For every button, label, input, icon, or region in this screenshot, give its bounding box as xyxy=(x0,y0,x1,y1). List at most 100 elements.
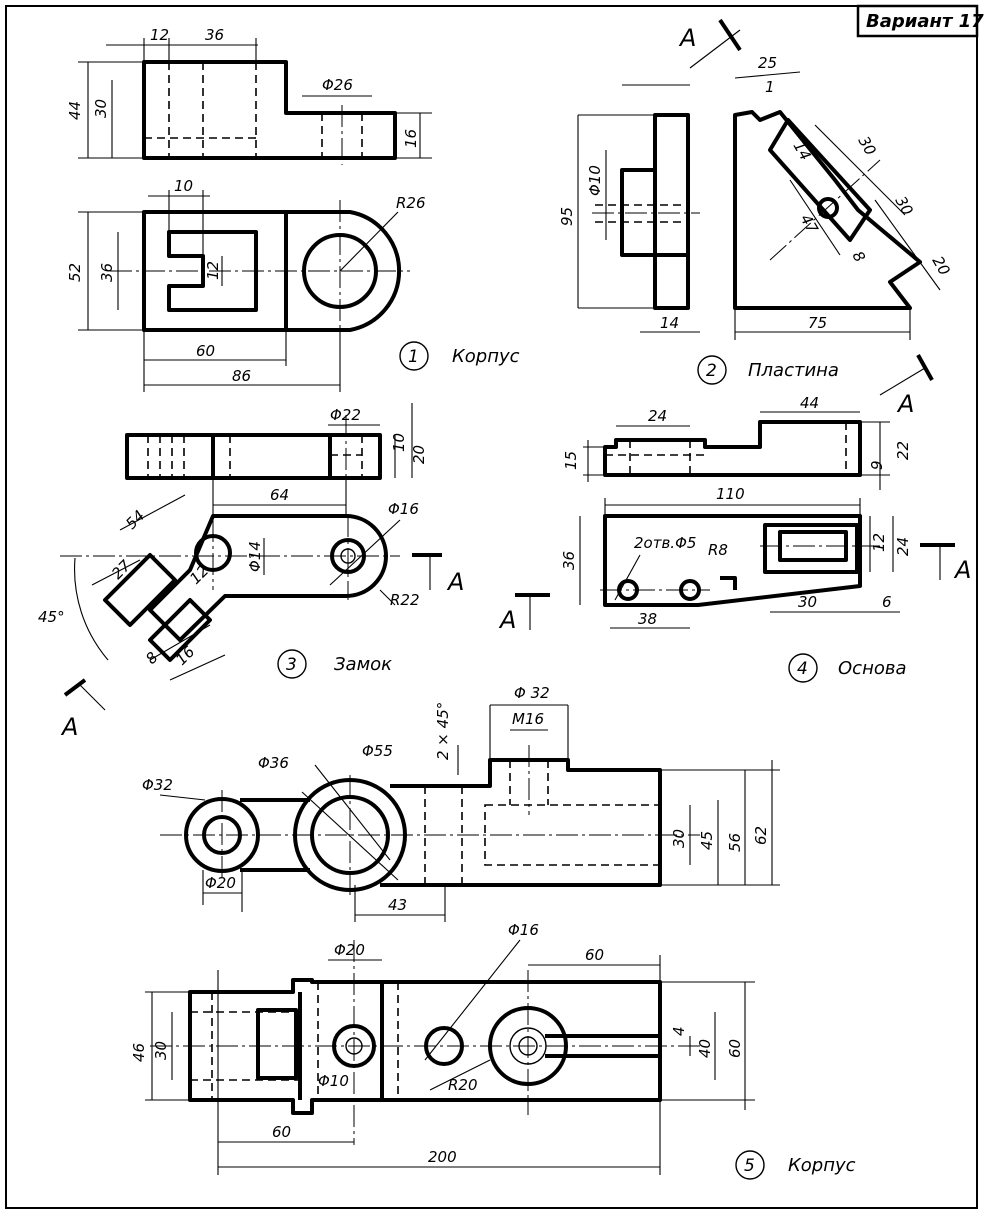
dim-label: 40 xyxy=(696,1039,714,1058)
dim-label: 30 xyxy=(670,829,688,848)
dim-label: 12 xyxy=(870,533,888,552)
part-4-drawing: A A A 24 44 15 22 9 110 36 2отв.Φ5 R8 12… xyxy=(498,354,971,683)
dim-label: 45° xyxy=(38,608,65,626)
dim-label: 16 xyxy=(402,129,420,148)
dim-label: 95 xyxy=(558,207,576,226)
part-3-front-outline xyxy=(148,514,388,642)
part-3-number-circle xyxy=(277,649,307,679)
dim-label: 14 xyxy=(790,138,815,164)
variant-label: Вариант 17 xyxy=(866,11,984,32)
dim-label: 62 xyxy=(752,826,770,845)
dim-label: 20 xyxy=(410,445,428,464)
dim-label: 4 xyxy=(670,1026,688,1036)
dim-label: Φ20 xyxy=(205,874,236,892)
dim-label: 10 xyxy=(174,177,193,195)
dim-label: 86 xyxy=(232,367,251,385)
dim-label: Φ 32 xyxy=(514,684,550,702)
dim-label: 24 xyxy=(648,407,667,425)
dim-label: 60 xyxy=(272,1123,291,1141)
part-2-side-outline xyxy=(653,113,690,310)
dim-label: 52 xyxy=(66,263,84,282)
dim-label: Φ10 xyxy=(318,1072,349,1090)
dim-label: 1 xyxy=(765,78,775,96)
part-1-name: Корпус xyxy=(452,346,520,367)
dim-label: 30 xyxy=(152,1041,170,1060)
dim-label: R22 xyxy=(390,591,420,609)
part-2-name: Пластина xyxy=(748,360,839,381)
dim-label: 30 xyxy=(855,133,880,159)
part-1-number: 1 xyxy=(408,347,419,367)
dim-label: 30 xyxy=(798,593,817,611)
dim-label: Φ36 xyxy=(258,754,289,772)
part-5-drawing: Φ 32 M16 2 × 45° Φ32 Φ36 Φ55 30 45 56 62… xyxy=(130,684,856,1180)
part-1-number-circle xyxy=(399,341,429,371)
dim-label: 9 xyxy=(868,460,886,470)
dim-label: 36 xyxy=(98,263,116,282)
section-label-a: A xyxy=(896,390,914,418)
part-3-name: Замок xyxy=(334,654,392,675)
dim-label: 27 xyxy=(108,556,135,583)
dim-label: 75 xyxy=(808,314,827,332)
dim-label: 25 xyxy=(758,54,777,72)
part-5-number-circle xyxy=(735,1150,765,1180)
part-2-front-outline xyxy=(733,110,922,310)
part-5-number: 5 xyxy=(744,1156,755,1176)
dim-label: Φ16 xyxy=(388,500,419,518)
dim-label: 10 xyxy=(390,433,408,452)
dim-label: 2отв.Φ5 xyxy=(634,534,696,552)
dim-label: Φ32 xyxy=(142,776,173,794)
section-label-a: A xyxy=(498,606,516,634)
dim-label: 54 xyxy=(122,507,148,533)
dim-label: R8 xyxy=(708,541,728,559)
part-1-drawing: 12 36 44 30 Φ26 16 10 R26 52 36 12 60 86… xyxy=(66,26,520,392)
dim-label: 56 xyxy=(726,833,744,852)
variant-box xyxy=(856,4,979,38)
dim-label: 30 xyxy=(892,193,917,219)
part-4-front-outline xyxy=(603,420,862,477)
dim-label: 64 xyxy=(270,486,289,504)
part-5-name: Корпус xyxy=(788,1155,856,1176)
part-3-drawing: A A Φ22 10 20 64 Φ16 54 27 12 Φ14 45° 8 … xyxy=(38,403,464,741)
dim-label: 16 xyxy=(172,643,198,669)
dim-label: 2 × 45° xyxy=(434,702,452,760)
part-1-front-outline xyxy=(142,60,397,160)
dim-label: R26 xyxy=(396,194,426,212)
section-label-a: A xyxy=(953,556,971,584)
dim-label: 36 xyxy=(205,26,224,44)
dim-label: Φ20 xyxy=(334,941,365,959)
section-label-a: A xyxy=(446,568,464,596)
dim-label: 43 xyxy=(388,896,407,914)
dim-label: 44 xyxy=(800,394,819,412)
dim-label: 60 xyxy=(726,1039,744,1058)
dim-label: Φ10 xyxy=(586,165,604,196)
dim-label: 14 xyxy=(660,314,679,332)
dim-label: 38 xyxy=(638,610,657,628)
dim-label: 60 xyxy=(585,946,604,964)
part-3-number: 3 xyxy=(286,655,297,675)
part-2-number-circle xyxy=(697,355,727,385)
dim-label: 24 xyxy=(894,537,912,556)
dim-label: 15 xyxy=(562,451,580,470)
part-2-number: 2 xyxy=(706,361,717,381)
dim-label: 45 xyxy=(698,831,716,850)
sheet-frame xyxy=(5,5,978,1209)
dim-label: 12 xyxy=(150,26,169,44)
dim-label: 8 xyxy=(849,248,869,265)
section-label-a: A xyxy=(678,24,696,52)
dim-label: 44 xyxy=(66,101,84,120)
part-3-top-outline xyxy=(125,433,382,480)
dim-label: Φ26 xyxy=(322,76,353,94)
section-label-a: A xyxy=(60,713,78,741)
dim-label: R20 xyxy=(448,1076,478,1094)
dim-label: Φ22 xyxy=(330,406,361,424)
dim-label: M16 xyxy=(512,710,544,728)
dim-label: 110 xyxy=(716,485,745,503)
dim-label: 60 xyxy=(196,342,215,360)
dim-label: 36 xyxy=(560,551,578,570)
dim-label: 12 xyxy=(204,261,222,280)
part-2-drawing: A 25 1 30 14 30 47 8 20 Φ10 95 14 75 2 П… xyxy=(558,18,954,385)
part-4-name: Основа xyxy=(838,658,906,679)
part-4-number-circle xyxy=(788,653,818,683)
part-4-number: 4 xyxy=(797,659,808,679)
